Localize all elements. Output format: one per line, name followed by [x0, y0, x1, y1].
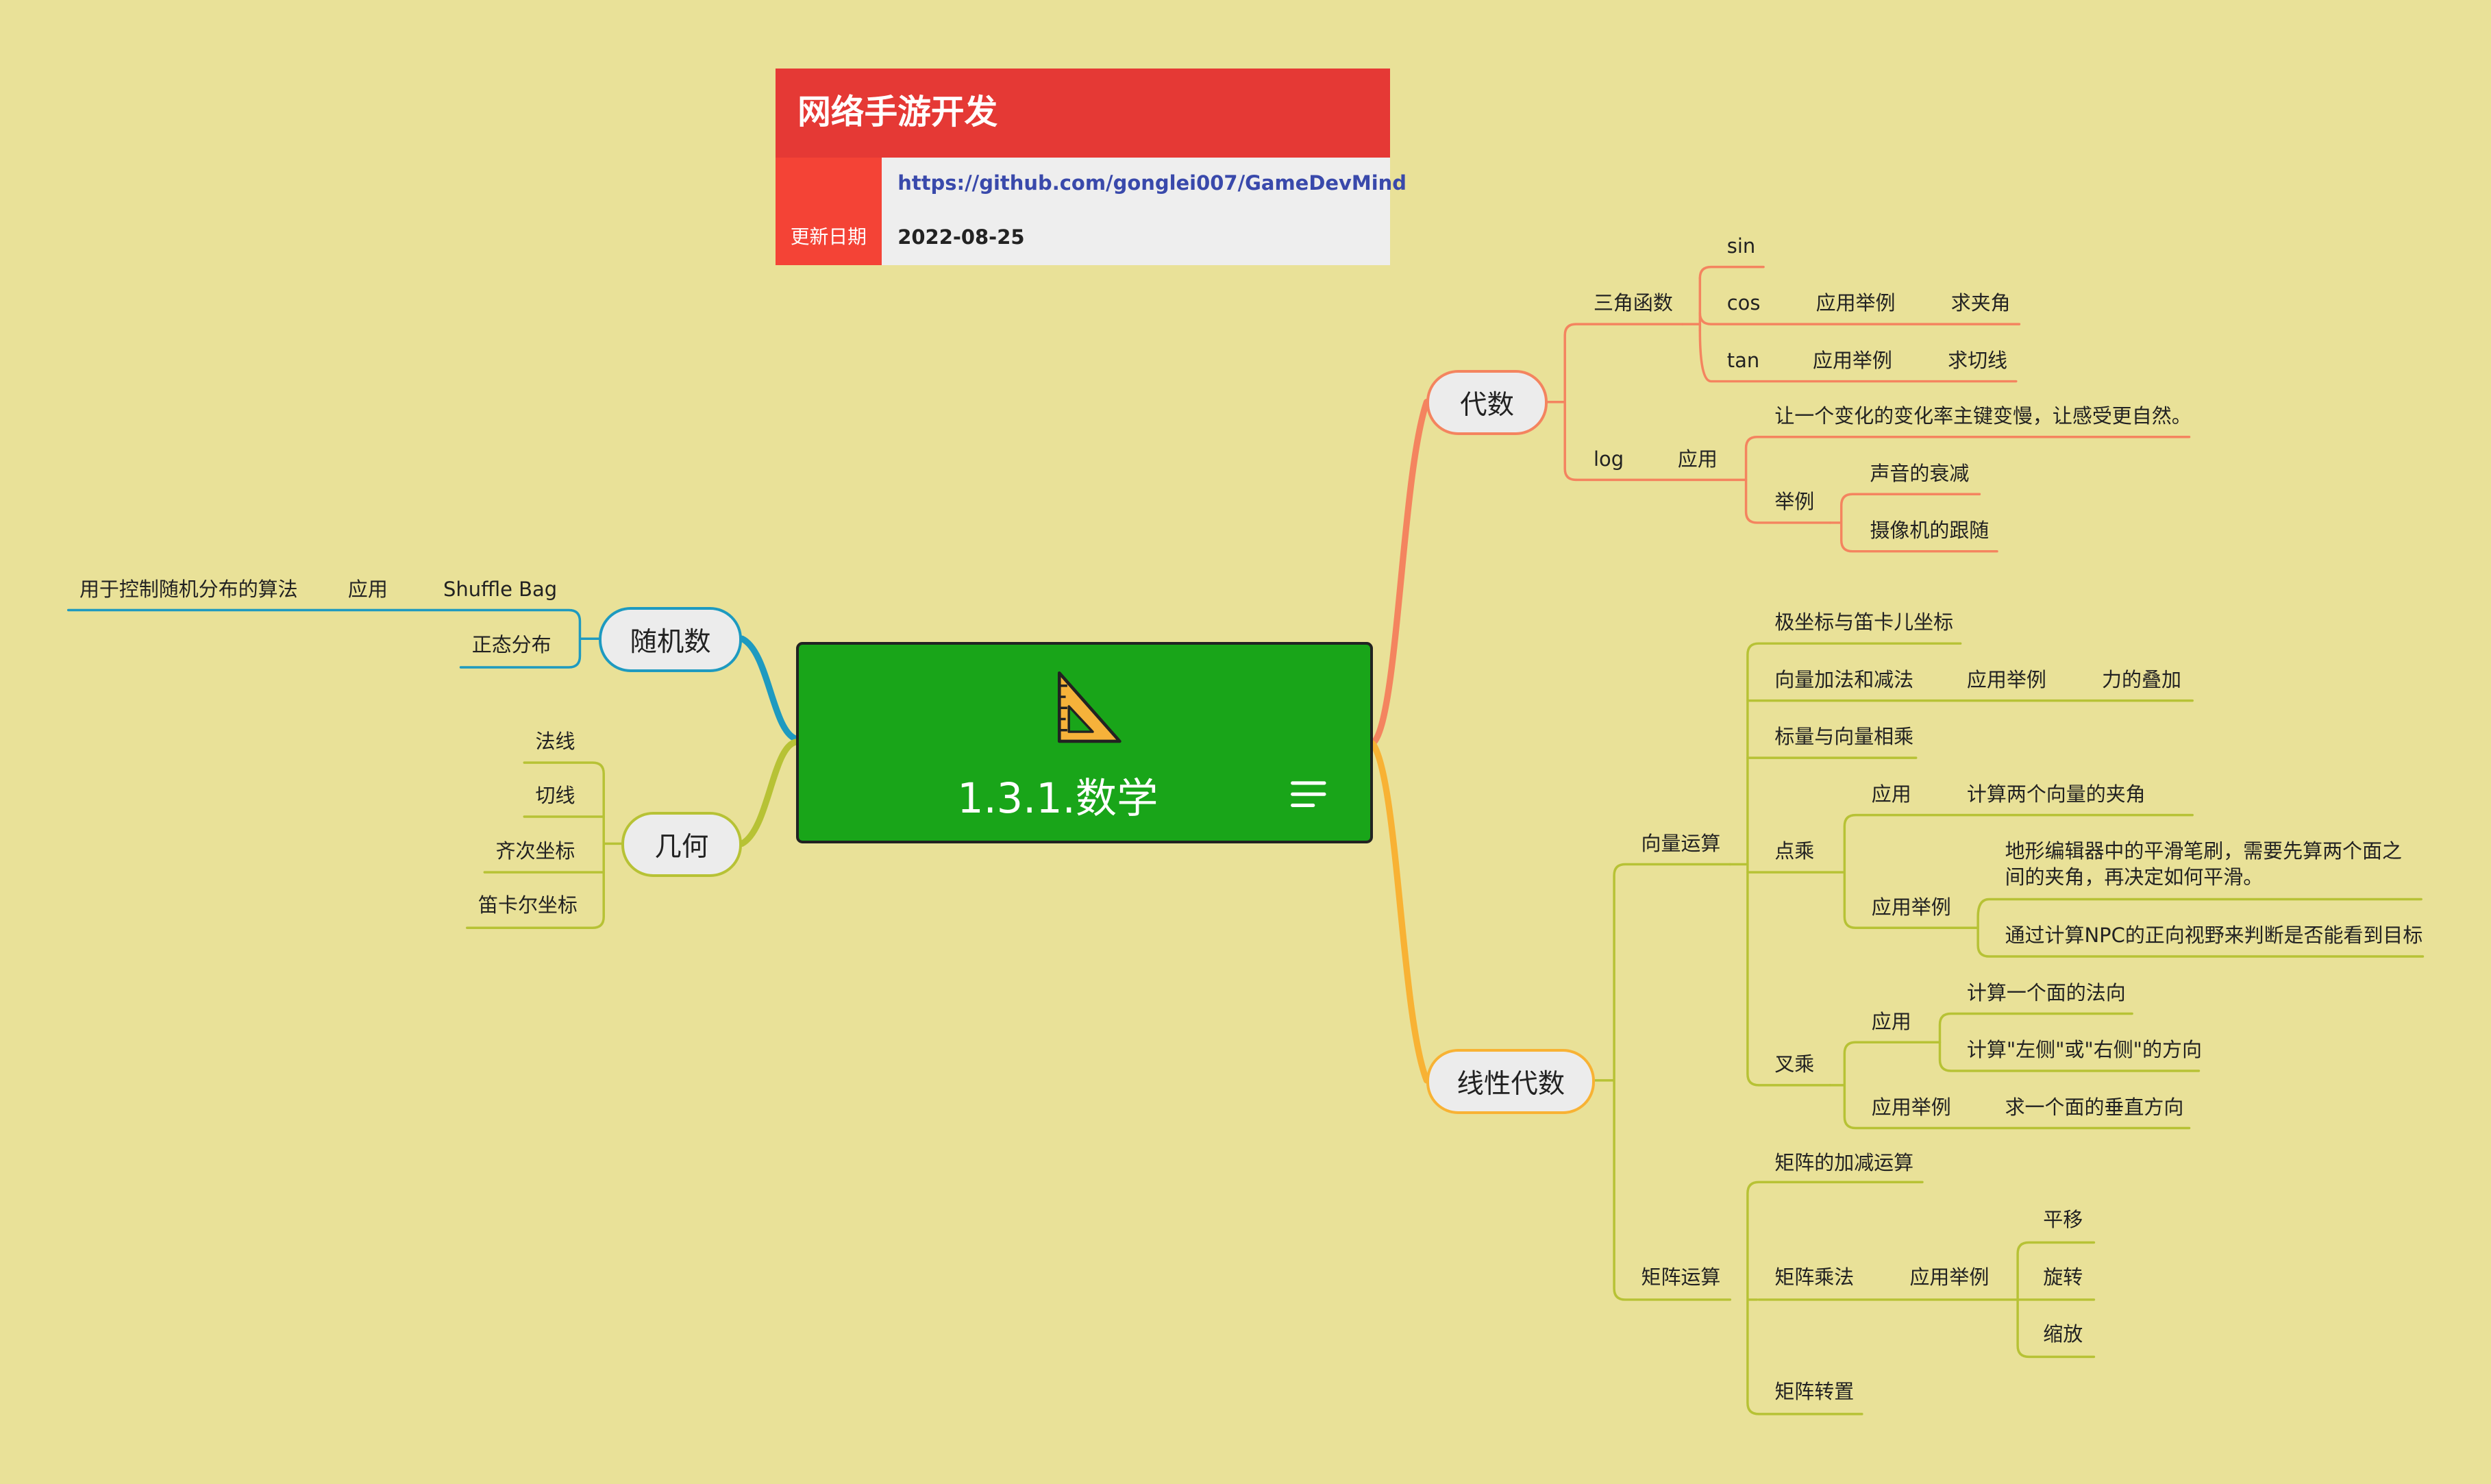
node-cos-example[interactable]: 求夹角 — [1950, 291, 2011, 315]
topic-linear-algebra[interactable]: 线性代数 — [1426, 1048, 1596, 1114]
node-shuffle-note[interactable]: 用于控制随机分布的算法 — [79, 577, 298, 601]
node-matrix-mul-app[interactable]: 应用举例 — [1909, 1265, 1990, 1289]
branch-random-line — [739, 635, 800, 742]
info-card-label-column: 更新日期 — [775, 157, 882, 266]
node-homogeneous-coords[interactable]: 齐次坐标 — [495, 839, 575, 863]
node-shuffle-app[interactable]: 应用 — [347, 577, 388, 601]
node-tan[interactable]: tan — [1726, 348, 1760, 372]
geometry-lines — [466, 761, 623, 930]
notes-icon[interactable] — [1289, 778, 1328, 813]
node-polar[interactable]: 极坐标与笛卡儿坐标 — [1774, 610, 1954, 634]
node-trig[interactable]: 三角函数 — [1593, 291, 1673, 315]
topic-algebra[interactable]: 代数 — [1426, 370, 1548, 436]
node-vector-add-app[interactable]: 应用举例 — [1966, 667, 2046, 691]
node-matrix-rotate[interactable]: 旋转 — [2043, 1265, 2083, 1289]
node-cos[interactable]: cos — [1726, 291, 1761, 315]
node-cross-app[interactable]: 应用 — [1871, 1009, 1911, 1033]
node-sin[interactable]: sin — [1726, 234, 1756, 258]
node-dot[interactable]: 点乘 — [1774, 839, 1815, 863]
info-card-title: 网络手游开发 — [775, 68, 1391, 158]
node-cross-example[interactable]: 求一个面的垂直方向 — [2005, 1095, 2184, 1119]
central-topic-title: 1.3.1.数学 — [957, 775, 1158, 824]
node-matrix-ops[interactable]: 矩阵运算 — [1641, 1265, 1721, 1289]
node-cos-app[interactable]: 应用举例 — [1815, 291, 1896, 315]
random-lines — [66, 608, 601, 669]
node-tangent[interactable]: 切线 — [535, 784, 575, 808]
node-dot-ex-npc[interactable]: 通过计算NPC的正向视野来判断是否能看到目标 — [2005, 924, 2423, 948]
node-log[interactable]: log — [1593, 447, 1624, 471]
node-tan-example[interactable]: 求切线 — [1948, 348, 2008, 372]
node-scalar-mul[interactable]: 标量与向量相乘 — [1774, 725, 1914, 749]
linear-lines — [1594, 642, 2425, 1415]
node-shuffle-bag[interactable]: Shuffle Bag — [443, 577, 558, 601]
node-cartesian-coords[interactable]: 笛卡尔坐标 — [478, 893, 578, 917]
branch-geometry-line — [739, 739, 800, 848]
triangle-ruler-icon — [1057, 671, 1121, 743]
node-log-ex-camera[interactable]: 摄像机的跟随 — [1870, 518, 1990, 542]
node-log-app-note[interactable]: 让一个变化的变化率主键变慢，让感受更自然。 — [1774, 404, 2192, 428]
topic-geometry[interactable]: 几何 — [621, 812, 742, 878]
node-matrix-translate[interactable]: 平移 — [2043, 1208, 2083, 1232]
node-normal-distribution[interactable]: 正态分布 — [471, 632, 552, 656]
node-vector-add[interactable]: 向量加法和减法 — [1774, 667, 1914, 691]
node-dot-app-example[interactable]: 计算两个向量的夹角 — [1966, 782, 2146, 806]
node-dot-app[interactable]: 应用 — [1871, 782, 1911, 806]
node-cross[interactable]: 叉乘 — [1774, 1052, 1815, 1076]
algebra-lines — [1546, 265, 2191, 553]
branch-algebra-line — [1369, 399, 1430, 747]
node-matrix-mul[interactable]: 矩阵乘法 — [1774, 1265, 1855, 1289]
node-matrix-scale[interactable]: 缩放 — [2043, 1322, 2083, 1346]
update-date-value: 2022-08-25 — [897, 225, 1025, 249]
node-log-app[interactable]: 应用 — [1677, 447, 1718, 471]
node-dot-ex-terrain[interactable]: 地形编辑器中的平滑笔刷，需要先算两个面之间的夹角，再决定如何平滑。 — [2005, 839, 2402, 889]
node-log-ex-sound[interactable]: 声音的衰减 — [1870, 461, 1970, 485]
node-vector-add-example[interactable]: 力的叠加 — [2102, 667, 2181, 691]
node-cross-app-side[interactable]: 计算"左侧"或"右侧"的方向 — [1966, 1038, 2202, 1062]
node-cross-examples[interactable]: 应用举例 — [1871, 1095, 1951, 1119]
node-log-examples[interactable]: 举例 — [1774, 490, 1815, 514]
topic-random[interactable]: 随机数 — [599, 606, 742, 672]
central-topic[interactable]: 1.3.1.数学 — [795, 641, 1373, 844]
info-card-values: https://github.com/gonglei007/GameDevMin… — [882, 157, 1406, 266]
branch-linear-line — [1369, 740, 1430, 1084]
node-dot-examples[interactable]: 应用举例 — [1871, 895, 1951, 919]
node-cross-app-normal[interactable]: 计算一个面的法向 — [1966, 980, 2126, 1004]
node-matrix-transpose[interactable]: 矩阵转置 — [1774, 1379, 1855, 1403]
info-card: 网络手游开发 更新日期 https://github.com/gonglei00… — [775, 68, 1406, 266]
node-tan-app[interactable]: 应用举例 — [1812, 348, 1892, 372]
repo-link[interactable]: https://github.com/gonglei007/GameDevMin… — [897, 171, 1407, 195]
node-normal-line[interactable]: 法线 — [535, 730, 575, 754]
update-date-label: 更新日期 — [790, 225, 867, 249]
node-vector-ops[interactable]: 向量运算 — [1641, 831, 1721, 855]
node-matrix-addsub[interactable]: 矩阵的加减运算 — [1774, 1150, 1914, 1174]
